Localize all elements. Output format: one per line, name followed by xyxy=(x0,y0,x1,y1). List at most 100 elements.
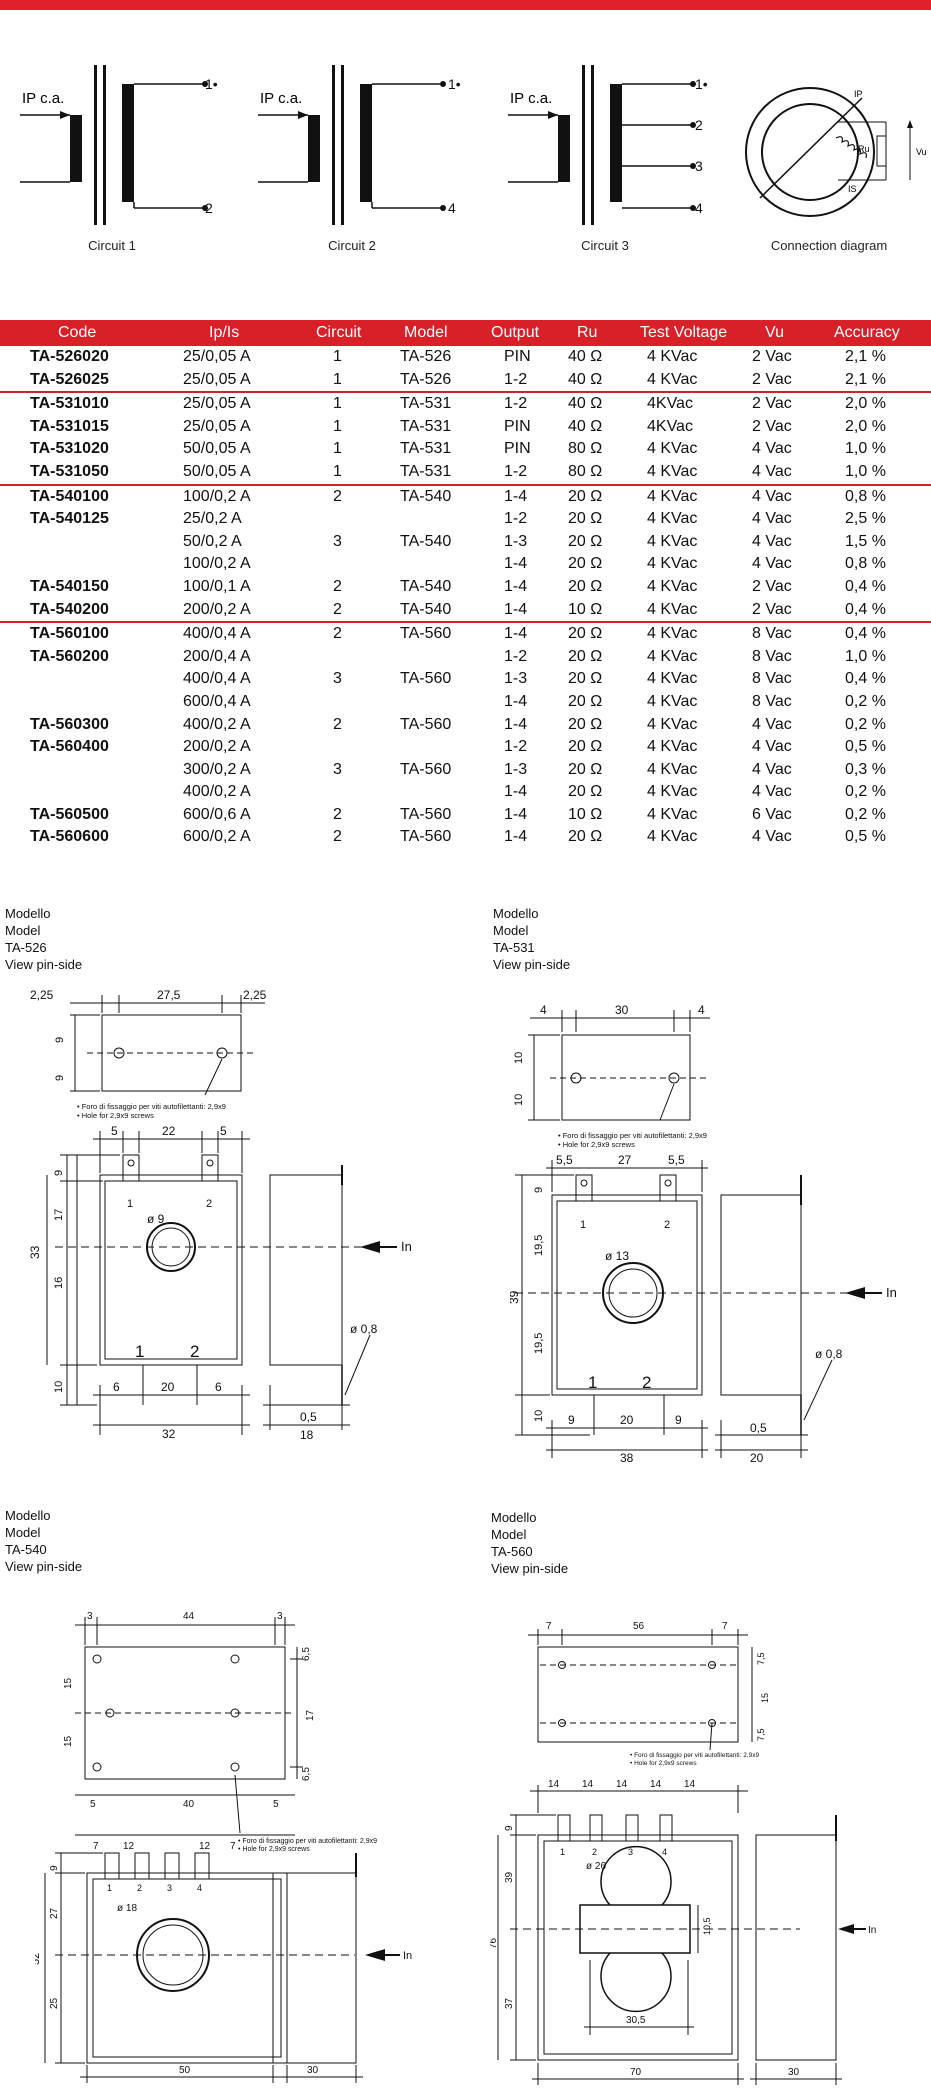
ta526-dim-left-top: 2,25 xyxy=(30,988,54,1002)
cell-code: TA-531010 xyxy=(30,395,109,413)
ta531-dim-left-top: 4 xyxy=(540,1003,547,1017)
connection-vu-label: Vu xyxy=(916,147,927,157)
connection-ip-label: IP xyxy=(854,89,863,99)
cell-output: 1-4 xyxy=(504,805,528,823)
cell-model: TA-531 xyxy=(400,395,452,413)
cell-output: 1-4 xyxy=(504,828,528,846)
cell-output: PIN xyxy=(504,348,531,365)
ta540-hole-dia: ø 18 xyxy=(117,1903,137,1914)
cell-model: TA-531 xyxy=(400,440,452,458)
cell-code: TA-526020 xyxy=(30,348,109,365)
cell-model: TA-540 xyxy=(400,532,452,550)
cell-model: TA-560 xyxy=(400,670,452,688)
cell-ru: 40 Ω xyxy=(568,370,603,388)
cell-output: 1-2 xyxy=(504,370,528,388)
cell-ip-is: 200/0,2 A xyxy=(183,738,251,756)
cell-ru: 20 Ω xyxy=(568,783,603,801)
ta540-top-right-2: 17 xyxy=(305,1709,316,1721)
cell-test-voltage: 4 KVac xyxy=(647,760,698,778)
cell-accuracy: 0,4 % xyxy=(845,625,886,643)
cell-model: TA-526 xyxy=(400,348,452,365)
cell-test-voltage: 4 KVac xyxy=(647,348,698,365)
ta526-left-dim-4: 10 xyxy=(53,1381,65,1393)
cell-circuit: 2 xyxy=(333,625,342,643)
cell-ip-is: 25/0,2 A xyxy=(183,510,242,528)
cell-vu: 2 Vac xyxy=(752,577,792,595)
ta531-bottom-dim-2: 20 xyxy=(620,1413,634,1427)
cell-test-voltage: 4 KVac xyxy=(647,440,698,458)
ta540-hole-note-it: • Foro di fissaggio per viti autofiletta… xyxy=(238,1838,377,1845)
cell-ip-is: 600/0,2 A xyxy=(183,828,251,846)
cell-ru: 20 Ω xyxy=(568,532,603,550)
cell-ip-is: 25/0,05 A xyxy=(183,395,251,413)
header-output: Output xyxy=(491,324,540,341)
cell-circuit: 1 xyxy=(333,462,342,480)
cell-test-voltage: 4 KVac xyxy=(647,692,698,710)
cell-accuracy: 1,5 % xyxy=(845,532,886,550)
cell-circuit: 3 xyxy=(333,760,342,778)
header-model: Model xyxy=(404,324,448,341)
cell-accuracy: 1,0 % xyxy=(845,462,886,480)
header-test-voltage: Test Voltage xyxy=(640,324,728,341)
connection-diagram: IP Ru IS Vu xyxy=(740,80,930,230)
cell-output: 1-2 xyxy=(504,395,528,413)
ta526-pin-diameter: ø 0,8 xyxy=(350,1322,378,1336)
ta540-pin-3: 3 xyxy=(167,1883,172,1893)
cell-ru: 80 Ω xyxy=(568,462,603,480)
model-label-ta560: Modello Model TA-560 View pin-side xyxy=(491,1509,568,1577)
ta526-pin-1: 1 xyxy=(127,1198,133,1210)
ta560-drawing: 7 56 7 7,5 15 7,5 • Foro di fissaggio pe… xyxy=(490,1621,876,2085)
ta531-hole-note-it: • Foro di fissaggio per viti autofiletta… xyxy=(558,1131,707,1140)
cell-vu: 4 Vac xyxy=(752,440,792,458)
ta531-dim-right-top: 4 xyxy=(698,1003,705,1017)
ta540-pin-2: 2 xyxy=(137,1883,142,1893)
header-circuit: Circuit xyxy=(316,324,362,341)
cell-vu: 4 Vac xyxy=(752,828,792,846)
ta560-top-right-2: 15 xyxy=(760,1693,770,1703)
cell-vu: 4 Vac xyxy=(752,487,792,505)
model-label-line: View pin-side xyxy=(5,1559,83,1574)
ta540-pin-dim-1: 7 xyxy=(93,1841,99,1852)
ta560-dim-mid-top: 56 xyxy=(633,1621,645,1632)
model-label-line: View pin-side xyxy=(5,957,83,972)
ta526-pin-2: 2 xyxy=(206,1198,212,1210)
cell-test-voltage: 4 KVac xyxy=(647,670,698,688)
ta560-pin-2: 2 xyxy=(592,1847,597,1857)
ta560-pin-dim-2: 14 xyxy=(582,1779,594,1790)
cell-vu: 2 Vac xyxy=(752,395,792,413)
cell-ip-is: 400/0,4 A xyxy=(183,625,251,643)
cell-output: 1-2 xyxy=(504,647,528,665)
ta531-pin-dim-3: 5,5 xyxy=(668,1153,685,1167)
ta540-pin-1: 1 xyxy=(107,1883,112,1893)
cell-circuit: 2 xyxy=(333,715,342,733)
ta531-top-side-1: 10 xyxy=(513,1052,525,1064)
ta540-left-dim-3: 25 xyxy=(49,1997,60,2009)
cell-circuit: 3 xyxy=(333,670,342,688)
cell-test-voltage: 4 KVac xyxy=(647,370,698,388)
cell-output: 1-4 xyxy=(504,487,528,505)
cell-accuracy: 0,3 % xyxy=(845,760,886,778)
cell-ip-is: 200/0,4 A xyxy=(183,647,251,665)
model-label-line: Model xyxy=(491,1527,527,1542)
cell-test-voltage: 4 KVac xyxy=(647,532,698,550)
ta540-top-side-2: 15 xyxy=(63,1735,74,1747)
cell-test-voltage: 4 KVac xyxy=(647,600,698,618)
model-label-line: Model xyxy=(493,923,529,938)
cell-test-voltage: 4 KVac xyxy=(647,647,698,665)
ta531-left-dim-1: 9 xyxy=(533,1187,545,1193)
cell-accuracy: 0,5 % xyxy=(845,738,886,756)
ta526-dim-mid-top: 27,5 xyxy=(157,988,181,1002)
cell-ip-is: 100/0,1 A xyxy=(183,577,251,595)
ta526-side-dim-1: 0,5 xyxy=(300,1410,317,1424)
cell-test-voltage: 4 KVac xyxy=(647,577,698,595)
circuit-2-pin-4: 4 xyxy=(448,200,456,216)
circuit-2-pin-1: 1• xyxy=(448,76,461,92)
model-label-line: TA-540 xyxy=(5,1542,47,1557)
cell-vu: 4 Vac xyxy=(752,555,792,573)
connection-ru-label: Ru xyxy=(858,144,870,154)
ta540-top-right-3: 6,5 xyxy=(301,1767,312,1781)
cell-code: TA-531020 xyxy=(30,440,109,458)
